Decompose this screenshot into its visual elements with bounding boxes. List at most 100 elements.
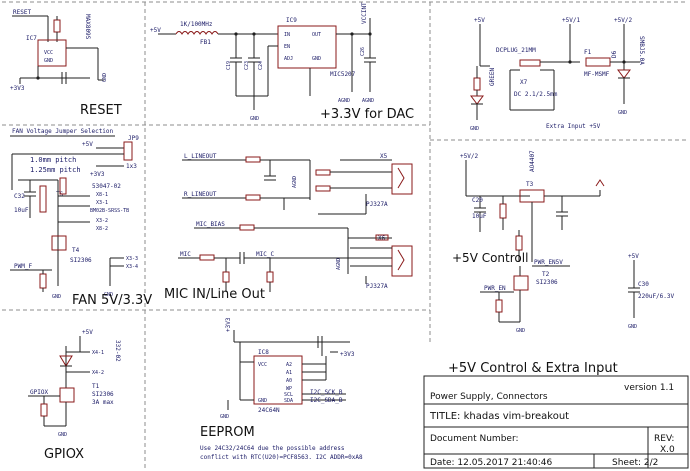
pj2-ref: PJ327A (366, 283, 388, 290)
ic9-body (277, 25, 337, 69)
ctrl-5v2-label: +5V/2 (460, 153, 478, 160)
svg-text:EN: EN (284, 44, 290, 50)
ic7-part: MAX809S (84, 14, 91, 40)
x7-ref: X7 (520, 79, 528, 86)
pitch-1mm: 1.0mm pitch (30, 156, 76, 164)
agnd-1: AGND (338, 98, 350, 104)
r-reset (53, 19, 61, 33)
fan-title: FAN 5V/3.3V (72, 293, 152, 308)
jp9-ref: JP9 (128, 135, 139, 142)
svg-text:A0: A0 (286, 378, 292, 384)
f1-part: MF-MSMF (584, 71, 610, 78)
svg-text:SDA: SDA (284, 398, 293, 404)
svg-text:A2: A2 (286, 362, 292, 368)
ic7-body (37, 39, 67, 67)
svg-text:WP: WP (286, 386, 292, 392)
dac-5v-label: +5V (150, 27, 161, 34)
ic7-ref: IC7 (26, 35, 37, 42)
eeprom-note-1: Use 24C32/24C64 due the possible address (200, 445, 345, 452)
f1-ref: F1 (584, 49, 592, 56)
eeprom-gnd: GND (220, 414, 229, 420)
ic9-ref: IC9 (286, 17, 297, 24)
pitch-125mm: 1.25mm pitch (30, 166, 81, 174)
fan-gnd-1: GND (52, 294, 61, 300)
dac-gnd: GND (250, 116, 259, 122)
eeprom-title: EEPROM (200, 425, 255, 440)
f1-fuse (585, 57, 611, 67)
eeprom-3v3-label: +3V3 (225, 317, 232, 332)
tb-rev-value: X.0 (660, 445, 675, 455)
reset-net-label: RESET (13, 9, 31, 16)
jp9-pins: 1x3 (126, 163, 137, 170)
x8-1: X8-1 (96, 192, 108, 198)
ic8-part: 24C64N (258, 407, 280, 414)
led-green (470, 95, 484, 105)
pwr-en-label: PWR_EN (484, 285, 506, 292)
x3-2: X3-2 (96, 218, 108, 224)
flyback-diode (59, 355, 73, 367)
vccint-label: VCCINT (361, 2, 368, 24)
t1-note: 3A max (92, 399, 114, 406)
fan-5v-label: +5V (82, 141, 93, 148)
x6-jack (391, 245, 413, 277)
ic8-ref: IC8 (258, 349, 269, 356)
v5-1-label: +5V/1 (562, 17, 580, 24)
t1-mosfet (59, 387, 75, 403)
x5-jack (391, 163, 413, 195)
gpiox-net: GPIOX (30, 389, 48, 396)
power-title: +5V Control & Extra Input (448, 361, 618, 376)
eeprom-section: +3V3 +3V3 IC8 VCC A2 A1 A0 WP SCL SDA GN… (200, 317, 363, 461)
tb-heading: Power Supply, Connectors (430, 392, 548, 402)
led-label: GREEN (489, 68, 496, 86)
t1-part: SI2306 (92, 391, 114, 398)
x3-3: X3-3 (126, 256, 138, 262)
fan-section: FAN Voltage Jumper Selection +5V JP9 1x3… (10, 128, 152, 308)
mic-section: L_LINEOUT R_LINEOUT X5 PJ327A AGND MIC_B… (164, 153, 413, 302)
mic-agnd-1: AGND (292, 176, 298, 188)
x8-2: X8-2 (96, 226, 108, 232)
svg-text:IN: IN (284, 32, 290, 38)
ts-thermistor (39, 185, 47, 213)
c19-ref: C19 (226, 61, 232, 70)
extra-gnd-1: GND (470, 126, 479, 132)
r-lineout-label: R_LINEOUT (184, 191, 217, 198)
t3-ref: T3 (526, 181, 534, 188)
d6-part: SMBJ5.0A (638, 36, 645, 65)
title-block: version 1.1 Power Supply, Connectors TIT… (423, 375, 689, 469)
dac-title: +3.3V for DAC (320, 107, 414, 122)
svg-text:GND: GND (44, 58, 53, 64)
gpiox-gnd: GND (58, 432, 67, 438)
x7-plug (519, 59, 541, 67)
c30-ref: C30 (638, 281, 649, 288)
controll-section: +5V/2 C20 10uF T3 AO4407 +5V Controll PW… (452, 150, 675, 334)
x5-ref: X5 (380, 153, 388, 160)
i2c-sck: I2C_SCK_B (310, 389, 343, 396)
mic-bias-label: MIC_BIAS (196, 221, 225, 228)
tb-version: version 1.1 (624, 383, 674, 393)
d6-tvs (617, 69, 631, 79)
svg-text:OUT: OUT (312, 32, 321, 38)
svg-text:ADJ: ADJ (284, 56, 293, 62)
c23-ref: C23 (244, 61, 250, 70)
c20-ref: C20 (472, 197, 483, 204)
reset-title: RESET (80, 103, 122, 118)
mic-title: MIC IN/Line Out (164, 287, 265, 302)
fan-3v3-label: +3V3 (90, 171, 105, 178)
dc-note: DC 2.1/2.5mm (514, 91, 558, 98)
x3-4: X3-4 (126, 264, 138, 270)
svg-text:VCC: VCC (44, 50, 53, 56)
t2-mosfet (513, 275, 529, 291)
fb1-inductor (175, 31, 219, 35)
mic-agnd-2: AGND (336, 258, 342, 270)
svg-text:A1: A1 (286, 370, 292, 376)
tb-docnum: Document Number: (430, 434, 519, 444)
t3-part: AO4407 (529, 150, 536, 172)
mic-label: MIC (180, 251, 191, 258)
c24-ref: C24 (258, 61, 264, 70)
c30-value: 220uF/6.3V (638, 293, 675, 300)
mic-c-label: MIC_C (256, 251, 274, 258)
jp9-header (123, 141, 133, 161)
controll-title: +5V Controll (452, 251, 528, 265)
